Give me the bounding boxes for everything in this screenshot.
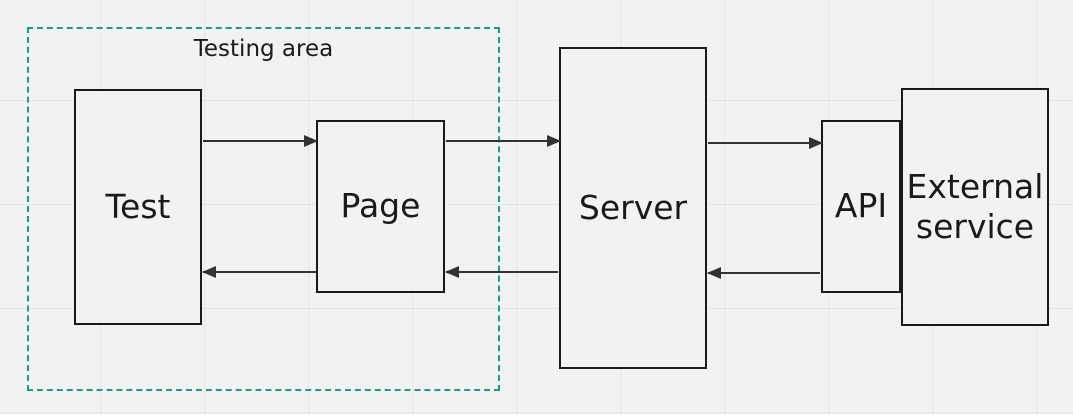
api-node: API bbox=[821, 120, 901, 293]
external-service-node: External service bbox=[901, 88, 1049, 326]
server-node: Server bbox=[559, 47, 707, 369]
testing-area-label: Testing area bbox=[193, 36, 334, 62]
test-node: Test bbox=[74, 89, 202, 325]
testing-area-boundary bbox=[27, 27, 500, 391]
page-node: Page bbox=[316, 120, 445, 293]
